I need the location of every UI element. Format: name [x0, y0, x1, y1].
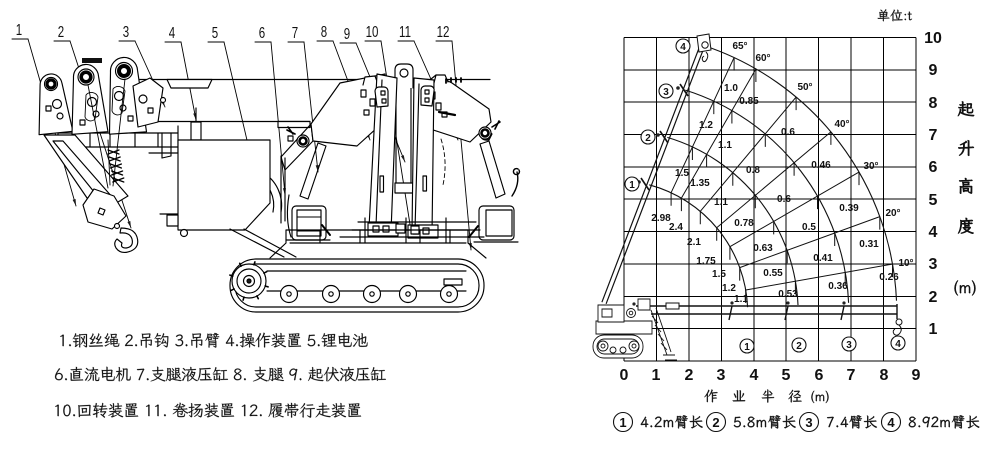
svg-text:1: 1: [929, 321, 938, 338]
svg-text:2: 2: [929, 289, 938, 306]
svg-text:4: 4: [169, 23, 176, 41]
svg-text:1.75: 1.75: [696, 256, 716, 267]
svg-text:8: 8: [929, 95, 938, 112]
svg-text:3: 3: [123, 22, 130, 40]
svg-text:3: 3: [846, 340, 852, 351]
svg-text:0.55: 0.55: [763, 268, 783, 279]
svg-text:11: 11: [399, 22, 411, 40]
svg-text:0.53: 0.53: [778, 289, 798, 300]
svg-text:1.2: 1.2: [699, 120, 713, 131]
svg-text:9: 9: [344, 24, 351, 42]
svg-text:2: 2: [58, 22, 65, 40]
svg-text:0.31: 0.31: [859, 239, 879, 250]
svg-text:30°: 30°: [863, 161, 878, 172]
svg-text:1.5: 1.5: [675, 168, 689, 179]
svg-text:9: 9: [912, 367, 921, 384]
svg-text:2: 2: [712, 415, 719, 430]
svg-text:4: 4: [895, 339, 901, 350]
svg-text:3: 3: [663, 87, 669, 98]
svg-text:1.5: 1.5: [712, 269, 726, 280]
svg-text:0.5: 0.5: [802, 222, 816, 233]
svg-text:0: 0: [620, 367, 629, 384]
svg-text:50°: 50°: [797, 82, 812, 93]
svg-text:0.46: 0.46: [811, 160, 831, 171]
svg-text:3: 3: [929, 256, 938, 273]
svg-text:7: 7: [929, 127, 938, 144]
svg-text:1.0: 1.0: [724, 83, 738, 94]
svg-text:1.1: 1.1: [734, 294, 748, 305]
svg-text:1.1: 1.1: [718, 140, 732, 151]
svg-text:0.8: 0.8: [746, 165, 760, 176]
svg-text:2.1: 2.1: [687, 237, 701, 248]
svg-text:0.26: 0.26: [879, 272, 899, 283]
svg-text:6: 6: [259, 23, 266, 41]
svg-text:0.85: 0.85: [739, 96, 759, 107]
svg-text:1: 1: [619, 415, 626, 430]
svg-text:0.6: 0.6: [777, 194, 791, 205]
svg-text:5: 5: [212, 23, 219, 41]
svg-text:7: 7: [847, 367, 856, 384]
svg-text:0.63: 0.63: [753, 243, 773, 254]
svg-text:10°: 10°: [898, 258, 913, 269]
svg-text:6: 6: [815, 367, 824, 384]
svg-text:4: 4: [887, 415, 895, 430]
svg-text:4: 4: [750, 367, 759, 384]
svg-text:9: 9: [929, 62, 938, 79]
svg-text:2: 2: [685, 367, 694, 384]
svg-text:5: 5: [929, 192, 938, 209]
svg-text:10: 10: [924, 30, 942, 47]
svg-text:3: 3: [805, 415, 812, 430]
svg-text:8: 8: [880, 367, 889, 384]
svg-text:0.6: 0.6: [781, 127, 795, 138]
svg-text:1: 1: [629, 180, 635, 191]
svg-text:60°: 60°: [755, 53, 770, 64]
svg-text:4: 4: [680, 42, 686, 53]
svg-text:12: 12: [437, 22, 450, 40]
svg-text:2: 2: [645, 133, 651, 144]
svg-text:0.39: 0.39: [839, 203, 859, 214]
svg-text:1: 1: [16, 20, 23, 38]
svg-text:7: 7: [292, 23, 299, 41]
svg-text:10: 10: [366, 22, 379, 40]
svg-text:0.41: 0.41: [813, 253, 833, 264]
svg-text:40°: 40°: [834, 119, 849, 130]
svg-text:3: 3: [717, 367, 726, 384]
svg-text:5: 5: [782, 367, 791, 384]
svg-text:6: 6: [929, 159, 938, 176]
svg-text:65°: 65°: [732, 41, 747, 52]
svg-text:2.4: 2.4: [669, 222, 683, 233]
svg-text:1: 1: [744, 342, 750, 353]
svg-text:2.98: 2.98: [651, 213, 671, 224]
svg-text:20°: 20°: [885, 208, 900, 219]
svg-text:2: 2: [796, 341, 802, 352]
svg-text:8: 8: [321, 22, 328, 40]
svg-text:1: 1: [652, 367, 661, 384]
svg-text:0.78: 0.78: [734, 218, 754, 229]
svg-text:1.1: 1.1: [714, 197, 728, 208]
svg-text:4: 4: [929, 224, 938, 241]
svg-text:0.36: 0.36: [828, 281, 848, 292]
svg-text:1.35: 1.35: [690, 178, 710, 189]
svg-text:1.2: 1.2: [722, 283, 736, 294]
